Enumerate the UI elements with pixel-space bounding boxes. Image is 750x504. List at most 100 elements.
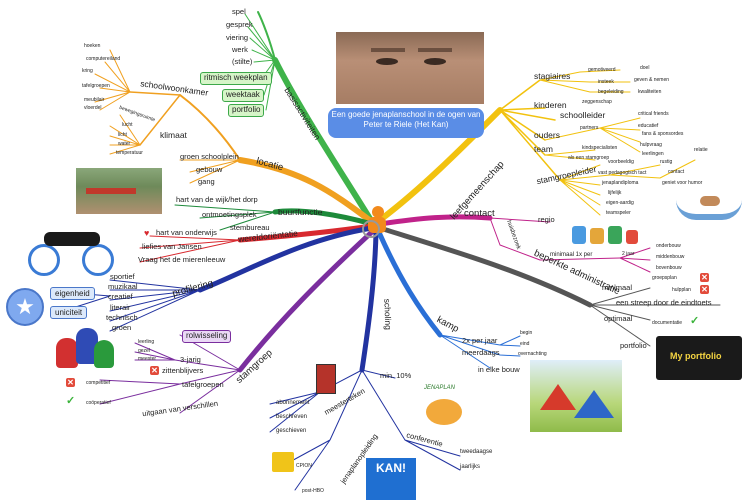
leaf-groen: groen bbox=[112, 323, 132, 332]
leaf-hart-van-onderwijs: hart van onderwijs bbox=[156, 228, 217, 237]
leaf-eigen-aardig: eigen-aardig bbox=[606, 200, 634, 206]
leaf-weektaak: weektaak bbox=[222, 89, 264, 102]
leaf-groen-schoolplein: groen schoolplein bbox=[180, 152, 239, 161]
portfolio-logo-text: My portfolio bbox=[670, 351, 722, 361]
leaf-tweedaagse: tweedaagse bbox=[460, 449, 493, 455]
leaf-relatie: relatie bbox=[694, 147, 708, 153]
leaf-abonnement: abonnement bbox=[276, 400, 310, 406]
leaf-meester: meester bbox=[138, 356, 157, 362]
leaf-3-jarig: 3-jarig bbox=[180, 355, 201, 364]
leaf-meubilair: meubilair bbox=[84, 97, 105, 103]
leaf-kwaliteiten: kwaliteiten bbox=[638, 89, 662, 95]
leaf-2x-per-jaar: 2x per jaar bbox=[462, 336, 498, 345]
leaf-muzikaal: muzikaal bbox=[108, 282, 138, 291]
leaf-vraag-het-de-mierenleeuw: Vraag het de mierenleeuw bbox=[138, 255, 226, 264]
leaf-2-jaar: 2 jaar bbox=[622, 251, 635, 257]
branch-scholing: scholing bbox=[382, 298, 394, 331]
heart-icon: ♥ bbox=[144, 228, 150, 238]
leaf-geniet-voor-humor: geniet voor humor bbox=[662, 180, 703, 186]
checkmark-icon: ✓ bbox=[66, 395, 76, 407]
hammock-illustration bbox=[672, 190, 746, 222]
leaf-geven-nemen: geven & nemen bbox=[634, 77, 670, 83]
leaf-cpion: CPION bbox=[296, 463, 312, 469]
leaf-onderbouw: onderbouw bbox=[656, 243, 681, 249]
leaf-bovenbouw: bovenbouw bbox=[656, 265, 682, 271]
leaf-viering: viering bbox=[226, 33, 249, 42]
leaf-stagiaires: stagiaires bbox=[534, 71, 571, 81]
kan-logo-text: KAN! bbox=[376, 461, 406, 475]
leaf-lucht: lucht bbox=[122, 122, 133, 128]
branch-buurtfunctie: buurtfunctie bbox=[278, 207, 323, 217]
leaf-cooperatief: coöperatief bbox=[86, 400, 111, 406]
leaf-jaarlijks: jaarlijks bbox=[460, 464, 481, 470]
leaf-sportief: sportief bbox=[110, 272, 135, 281]
leaf-overnachting: overnachting bbox=[518, 351, 547, 357]
leaf-tafelgroepen: tafelgroepen bbox=[182, 380, 224, 389]
portrait-image bbox=[336, 32, 484, 104]
leaf-hoeken: hoeken bbox=[84, 43, 101, 49]
camping-illustration bbox=[530, 360, 622, 432]
leaf-eind: eind bbox=[520, 341, 530, 347]
leaf-uniciteit: uniciteit bbox=[50, 306, 88, 319]
leaf-een-streep-door-de-eindtoets: een streep door de eindtoets bbox=[616, 298, 712, 307]
leaf-gemotiveerd: gemotiveerd bbox=[588, 67, 616, 73]
family-illustration bbox=[572, 222, 642, 246]
leaf-in-elke-bouw: in elke bouw bbox=[478, 365, 520, 374]
leaf-min-10-percent: min. 10% bbox=[380, 371, 412, 380]
leaf-minimaal: minimaal bbox=[602, 283, 633, 292]
cross-icon: ✕ bbox=[66, 378, 75, 387]
pawns-illustration bbox=[54, 326, 118, 376]
leaf-vast-pedagogisch-tact: vast pedagogisch tact bbox=[598, 170, 647, 176]
leaf-rustig: rustig bbox=[660, 159, 673, 165]
leaf-als-een-stamgroep: als een stamgroep bbox=[568, 155, 610, 161]
leaf-creatief: creatief bbox=[108, 292, 133, 301]
portfolio-logo: My portfolio bbox=[656, 336, 742, 380]
leaf-gesprek: gesprek bbox=[226, 20, 253, 29]
leaf-voorbeeldig: voorbeeldig bbox=[608, 159, 634, 165]
leaf-temperatuur: temperatuur bbox=[116, 150, 143, 156]
playground-photo bbox=[76, 168, 162, 214]
leaf-partners: partners bbox=[580, 125, 599, 131]
leaf-water: water bbox=[118, 141, 131, 147]
leaf-team: team bbox=[534, 144, 553, 154]
leaf-spel: spel bbox=[232, 7, 246, 16]
leaf-gang: gang bbox=[198, 177, 215, 186]
center-title: Een goede jenaplanschool in de ogen van … bbox=[328, 108, 484, 138]
leaf-contact-sgl: contact bbox=[668, 169, 685, 175]
leaf-minimaal-1x-per: minimaal 1x per bbox=[550, 252, 593, 258]
leaf-optimaal: optimaal bbox=[604, 314, 633, 323]
leaf-gebouw: gebouw bbox=[196, 165, 223, 174]
leaf-hulpvraag: hulpvraag bbox=[640, 142, 662, 148]
leaf-schoolleider: schoolleider bbox=[560, 110, 606, 120]
checkmark-icon: ✓ bbox=[690, 315, 700, 327]
leaf-stilte: (stilte) bbox=[232, 57, 253, 66]
leaf-leerlingen: leerlingen bbox=[642, 151, 664, 157]
cross-icon: ✕ bbox=[700, 273, 709, 282]
leaf-ritmisch-weekplan: ritmisch weekplan bbox=[200, 72, 272, 85]
leaf-literair: literair bbox=[110, 303, 131, 312]
leaf-post-hbo: post-HBO bbox=[302, 488, 324, 494]
leaf-middenbouw: middenbouw bbox=[656, 254, 685, 260]
leaf-fans-sponsordes: fans & sponsordes bbox=[642, 131, 684, 137]
leaf-licht: licht bbox=[118, 132, 127, 138]
branch-contact: contact bbox=[464, 208, 495, 219]
leaf-geschieven: geschieven bbox=[276, 428, 307, 434]
central-figure-icon bbox=[362, 206, 392, 238]
leaf-insteek: insteek bbox=[598, 79, 614, 85]
cpion-logo bbox=[272, 452, 294, 472]
leaf-werk: werk bbox=[232, 45, 248, 54]
leaf-stembureau: stembureau bbox=[230, 223, 270, 232]
leaf-computereiland: computereiland bbox=[86, 56, 121, 62]
leaf-regio: regio bbox=[538, 215, 555, 224]
leaf-tafelgroepen-woon: tafelgroepen bbox=[82, 83, 110, 89]
jenaplan-logo: JENAPLAN bbox=[418, 385, 468, 429]
branch-klimaat: klimaat bbox=[160, 130, 187, 140]
leaf-technisch: technisch bbox=[106, 313, 138, 322]
leaf-teamspeler: teamspeler bbox=[606, 210, 631, 216]
leaf-portfolio: portfolio bbox=[228, 104, 265, 117]
cross-icon: ✕ bbox=[700, 285, 709, 294]
jenaplan-logo-text: JENAPLAN bbox=[424, 385, 456, 391]
leaf-beschreven: beschreven bbox=[276, 414, 308, 420]
leaf-begeleiding: begeleiding bbox=[598, 89, 624, 95]
